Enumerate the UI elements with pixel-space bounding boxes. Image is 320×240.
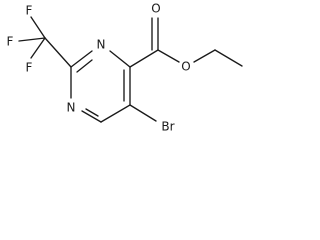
ring-nitrogen-label-2: N xyxy=(67,101,76,115)
bond-carbonyl-to-ester-oxygen xyxy=(157,49,180,63)
molecule-structure: F F F N N O O Br xyxy=(7,2,243,134)
atom-labels: F F F N N O O Br xyxy=(7,2,191,134)
bond-ring-c5-c6 xyxy=(100,104,131,123)
carbonyl-oxygen-label: O xyxy=(151,2,160,16)
bond-ethyl xyxy=(214,49,243,67)
bond-ester-oxygen-to-ethyl xyxy=(193,49,216,63)
bond-ring-c2-n3 xyxy=(70,50,93,68)
bond-c-f-2 xyxy=(18,37,46,42)
fluorine-label-1: F xyxy=(26,4,33,18)
bond-ring-n3-c4 xyxy=(109,50,131,68)
ring-nitrogen-label-1: N xyxy=(97,38,106,52)
bond-ring-carbonyl-carbon xyxy=(129,49,159,68)
fluorine-label-3: F xyxy=(26,61,33,75)
bond-ring-double-1 xyxy=(76,59,93,73)
bond-ring-c6-n1 xyxy=(81,110,102,123)
bond-c-br xyxy=(129,104,157,122)
bond-ring-double-3 xyxy=(85,108,99,117)
bond-c-f-1 xyxy=(30,16,46,39)
bond-cf3-ring xyxy=(44,37,72,68)
ester-oxygen-label: O xyxy=(181,60,190,74)
bond-lines xyxy=(18,16,243,123)
bromine-label: Br xyxy=(161,120,174,134)
bond-c-f-3 xyxy=(30,37,46,59)
fluorine-label-2: F xyxy=(7,35,14,49)
